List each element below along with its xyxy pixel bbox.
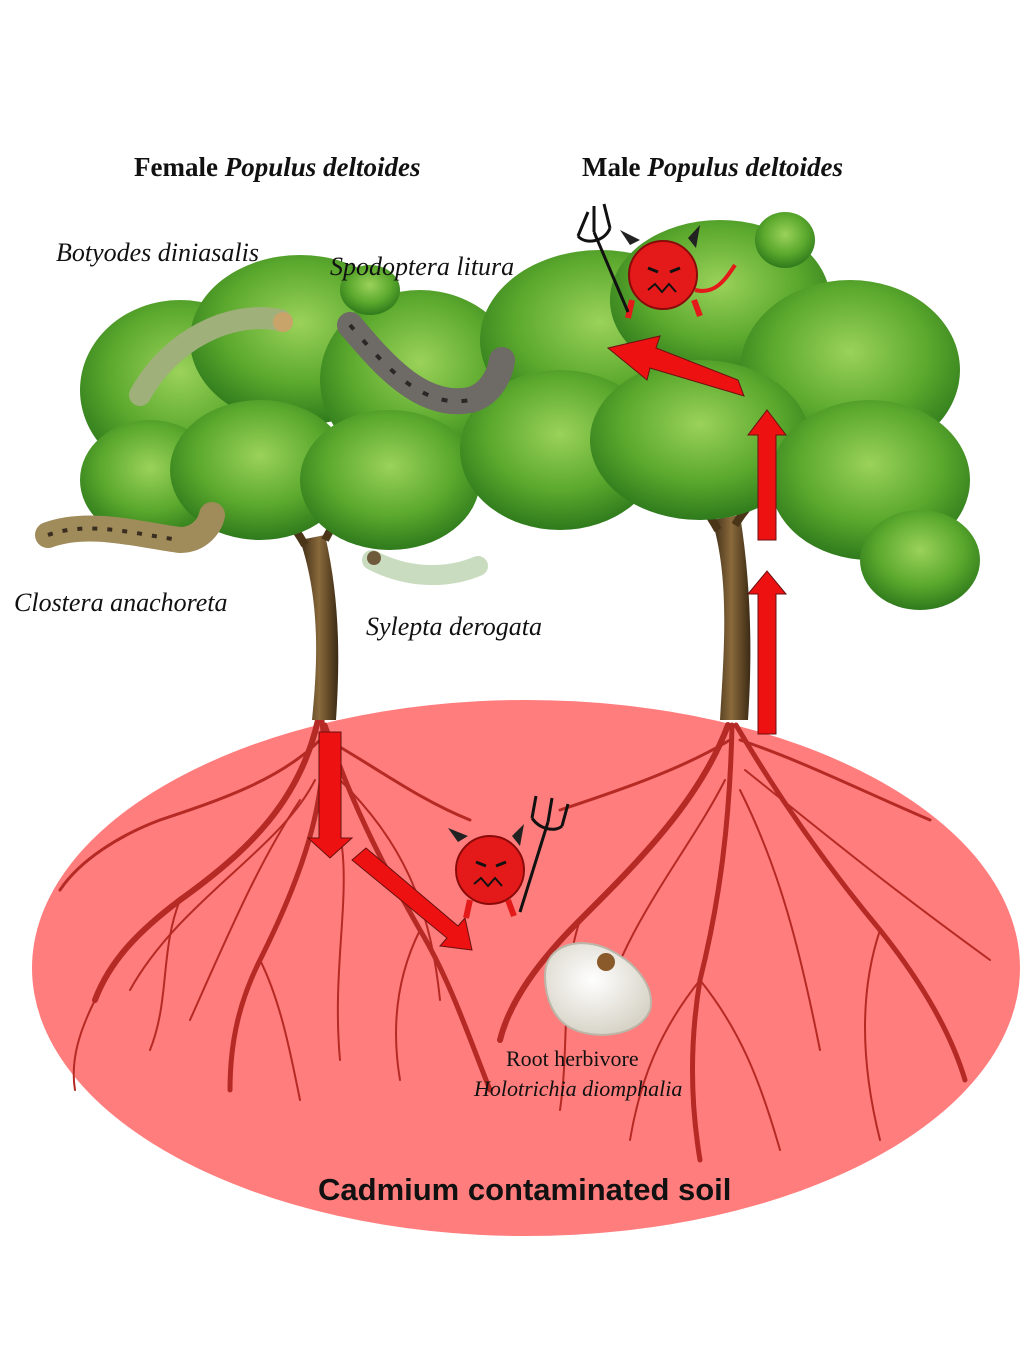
contaminated-soil-area (32, 700, 1020, 1236)
root-herbivore-species: Holotrichia diomphalia (474, 1076, 683, 1101)
female-tree-trunk (300, 535, 339, 720)
devil-icon-roots (448, 824, 525, 919)
female-tree-title: Female Populus deltoides (134, 152, 420, 183)
female-title-species: Populus deltoides (224, 152, 421, 182)
male-title-prefix: Male (582, 152, 641, 182)
larva-clostera-icon (35, 502, 225, 554)
larva-sylepta-icon (362, 550, 488, 586)
label-sylepta: Sylepta derogata (366, 612, 542, 641)
label-clostera: Clostera anachoreta (14, 588, 228, 617)
male-tree-title: Male Populus deltoides (582, 152, 843, 183)
larva-spodoptera-icon (337, 312, 515, 415)
female-title-prefix: Female (134, 152, 218, 182)
label-botyodes: Botyodes diniasalis (56, 238, 259, 267)
male-tree-trunk (712, 515, 751, 720)
soil-label: Cadmium contaminated soil (318, 1172, 732, 1207)
male-tree-canopy (460, 212, 980, 610)
larva-botyodes-icon (129, 307, 293, 406)
trident-icon-roots (518, 795, 570, 913)
male-tree-roots (497, 722, 991, 1163)
male-title-species: Populus deltoides (647, 152, 843, 182)
grub-icon (543, 942, 652, 1036)
devil-icon-canopy (620, 225, 737, 319)
trident-icon-canopy (576, 203, 630, 313)
root-herbivore-label: Root herbivore (506, 1046, 639, 1071)
cadmium-flow-arrows (306, 335, 788, 951)
label-spodoptera: Spodoptera litura (330, 252, 515, 281)
